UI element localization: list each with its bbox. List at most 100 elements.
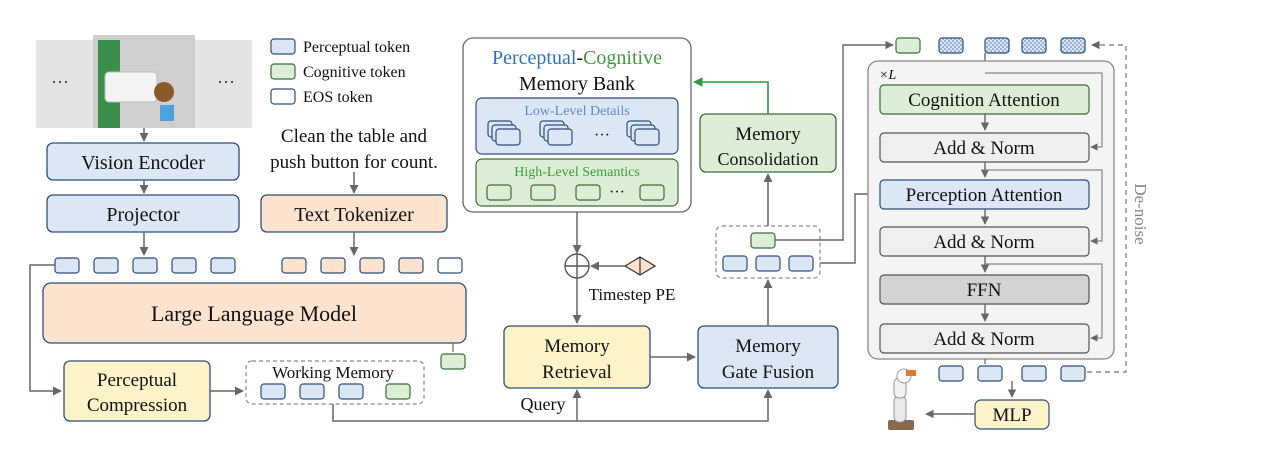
noisy-action-token: [984, 37, 1010, 54]
memory-bank-title-cognitive: Cognitive: [583, 47, 662, 69]
input-images: ··· ···: [36, 35, 252, 128]
vision-encoder-block: Vision Encoder: [46, 142, 240, 181]
low-level-token-stack: [539, 120, 573, 146]
perceptual-compression-label-2: Compression: [87, 395, 188, 416]
working-memory: Working Memory: [245, 360, 425, 405]
llm-label: Large Language Model: [151, 301, 357, 326]
memory-gate-fusion-block: Memory Gate Fusion: [697, 325, 839, 389]
image-cup: [160, 105, 174, 121]
action-token: [977, 365, 1003, 382]
memory-bank-title-separator: -: [576, 47, 583, 69]
timestep-pe-icon: [623, 256, 657, 276]
action-token: [1060, 365, 1086, 382]
mlp-block: MLP: [974, 399, 1050, 430]
cognitive-token-llm-output: [440, 353, 466, 370]
llm-block: Large Language Model: [42, 282, 467, 344]
perceptual-token: [788, 255, 814, 272]
perceptual-token: [93, 257, 119, 274]
low-level-token-stack: [626, 120, 660, 146]
noisy-action-token: [1021, 37, 1047, 54]
low-level-token-stack: [487, 120, 521, 146]
legend-eos-swatch: [270, 88, 296, 105]
memory-consolidation-block: Memory Consolidation: [699, 113, 837, 173]
llm-input-tokens: [54, 257, 463, 274]
eos-token: [437, 257, 463, 274]
action-token: [938, 365, 964, 382]
repeat-label: ×L: [879, 68, 896, 83]
projector-label: Projector: [106, 204, 180, 226]
noisy-action-tokens: [895, 37, 1086, 54]
cognitive-token: [575, 184, 601, 201]
low-level-details-label: Low-Level Details: [524, 104, 629, 119]
perceptual-token: [171, 257, 197, 274]
perceptual-compression-block: Perceptual Compression: [63, 360, 211, 422]
input-image-faded-left: [36, 40, 94, 128]
memory-bank-subtitle: Memory Bank: [519, 73, 635, 95]
text-token: [359, 257, 385, 274]
high-level-semantics-panel: [475, 158, 679, 207]
perception-attention-label: Perception Attention: [906, 185, 1063, 206]
input-image-faded-right: [194, 40, 252, 128]
high-level-ellipsis: ···: [609, 184, 625, 201]
query-label: Query: [521, 394, 566, 414]
legend-cognitive-label: Cognitive token: [303, 64, 406, 81]
robot-arm-icon: [888, 368, 916, 430]
perceptual-token: [722, 255, 748, 272]
denoise-label: De-noise: [1131, 183, 1150, 244]
fused-memory-tokens: [715, 225, 821, 279]
add-norm-block-3: [879, 323, 1090, 354]
memory-consolidation-label-1: Memory: [735, 124, 801, 145]
perceptual-token: [132, 257, 158, 274]
denoised-action-tokens: [938, 365, 1086, 382]
add-norm-label-2: Add & Norm: [933, 232, 1035, 253]
instruction-line-1: Clean the table and: [281, 126, 428, 147]
memory-consolidation-label-2: Consolidation: [717, 149, 818, 169]
ffn-label: FFN: [967, 280, 1002, 301]
cognitive-token: [385, 383, 411, 400]
denoise-loop: [1087, 40, 1127, 373]
memory-retrieval-block: Memory Retrieval: [503, 325, 651, 389]
add-norm-label-1: Add & Norm: [933, 138, 1035, 159]
cognitive-token: [486, 184, 512, 201]
legend-perceptual-label: Perceptual token: [303, 39, 410, 56]
memory-bank-title: Perceptual-Cognitive: [492, 47, 662, 69]
working-memory-label: Working Memory: [272, 363, 394, 382]
perceptual-token: [338, 383, 364, 400]
add-norm-label-3: Add & Norm: [933, 329, 1035, 350]
noisy-action-token: [938, 37, 964, 54]
image-basket: [104, 71, 158, 103]
legend-cognitive-swatch: [270, 63, 296, 80]
image-ellipsis-left: ···: [51, 72, 69, 92]
text-tokenizer-label: Text Tokenizer: [294, 204, 414, 226]
cognitive-token: [639, 184, 665, 201]
instruction-line-2: push button for count.: [270, 152, 438, 173]
memory-gate-fusion-label-1: Memory: [735, 336, 801, 357]
cognition-attention-label: Cognition Attention: [908, 90, 1060, 111]
projector-block: Projector: [46, 194, 240, 233]
perceptual-token: [210, 257, 236, 274]
positional-encoding-adder: [564, 253, 590, 279]
image-ellipsis-right: ···: [217, 72, 235, 92]
perceptual-token: [260, 383, 286, 400]
vision-encoder-label: Vision Encoder: [81, 152, 205, 174]
legend-eos-label: EOS token: [303, 89, 373, 106]
low-level-details-panel: [475, 97, 679, 155]
legend-perceptual-swatch: [270, 38, 296, 55]
text-token: [320, 257, 346, 274]
diffusion-transformer: ×L Cognition Attention Add & Norm Percep…: [867, 60, 1115, 360]
memory-retrieval-label-1: Memory: [544, 336, 610, 357]
cognitive-token: [895, 37, 921, 54]
legend: Perceptual token Cognitive token EOS tok…: [270, 38, 410, 106]
timestep-pe-label: Timestep PE: [589, 285, 676, 304]
text-token: [281, 257, 307, 274]
perceptual-token: [755, 255, 781, 272]
high-level-semantics-label: High-Level Semantics: [514, 165, 640, 180]
action-token: [1021, 365, 1047, 382]
text-token: [398, 257, 424, 274]
mlp-label: MLP: [992, 405, 1031, 426]
image-toy: [154, 82, 174, 102]
cognitive-token: [750, 232, 776, 249]
memory-bank: Perceptual-Cognitive Memory Bank Low-Lev…: [462, 37, 692, 213]
perceptual-token: [299, 383, 325, 400]
